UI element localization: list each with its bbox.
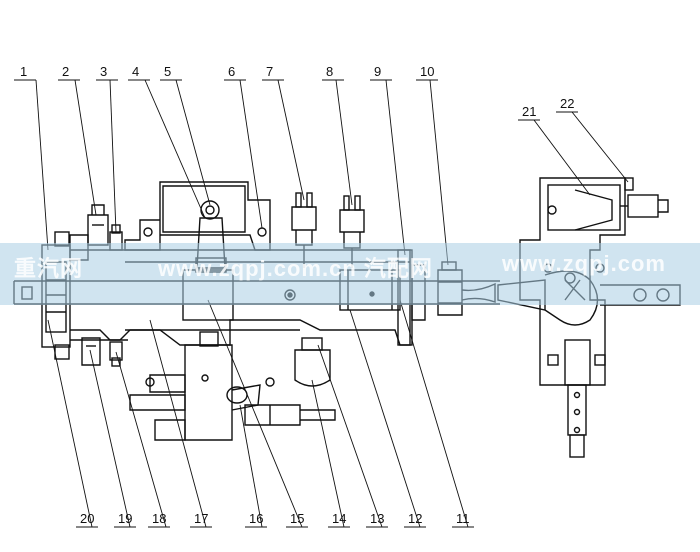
callout-label-10: 10 [420, 64, 434, 79]
callout-label-20: 20 [80, 511, 94, 526]
upper-housing [124, 181, 271, 251]
callout-label-6: 6 [228, 64, 235, 79]
callout-label-8: 8 [326, 64, 333, 79]
fitting-16 [244, 404, 301, 426]
callout-label-18: 18 [152, 511, 166, 526]
watermark-left-text: 重汽网 [14, 256, 84, 281]
callout-label-15: 15 [290, 511, 304, 526]
callout-label-4: 4 [132, 64, 139, 79]
callout-label-1: 1 [20, 64, 27, 79]
callout-label-13: 13 [370, 511, 384, 526]
callout-label-16: 16 [249, 511, 263, 526]
callout-label-14: 14 [332, 511, 346, 526]
watermark-band: 重汽网 www.zqpj.com.cn 汽配网 www.zqpj.com [0, 243, 700, 305]
callout-label-5: 5 [164, 64, 171, 79]
callout-label-22: 22 [560, 96, 574, 111]
sensor-7 [291, 206, 317, 231]
valve-body [184, 344, 233, 441]
callout-label-9: 9 [374, 64, 381, 79]
bolt-19 [81, 337, 101, 366]
callout-label-2: 2 [62, 64, 69, 79]
callout-label-21: 21 [522, 104, 536, 119]
sensor-8 [339, 209, 365, 233]
callout-label-19: 19 [118, 511, 132, 526]
callout-label-11: 11 [456, 511, 470, 526]
output-shaft [564, 339, 591, 386]
bolt-2 [87, 214, 109, 246]
watermark-middle-text: www.zqpj.com.cn 汽配网 [158, 256, 433, 281]
callout-label-17: 17 [194, 511, 208, 526]
leader-lines [14, 79, 629, 528]
watermark-right-text: www.zqpj.com [502, 251, 666, 276]
callout-label-12: 12 [408, 511, 422, 526]
callout-label-7: 7 [266, 64, 273, 79]
callout-label-3: 3 [100, 64, 107, 79]
